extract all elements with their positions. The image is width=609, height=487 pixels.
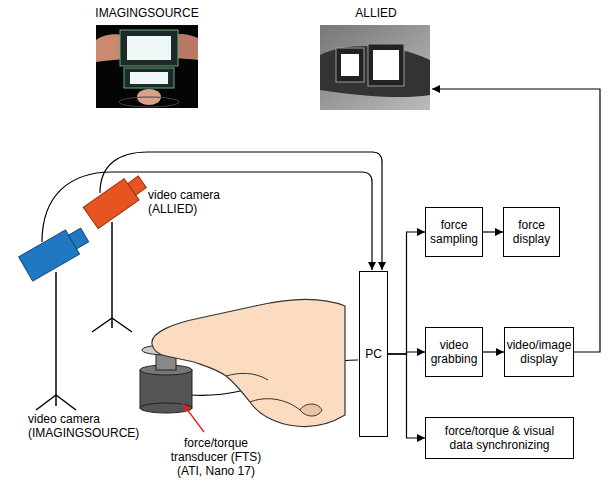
box-label: video grabbing — [429, 338, 479, 366]
photo-panel: IMAGINGSOURCE — [92, 6, 202, 110]
flow-arrow — [388, 232, 425, 354]
camera-photo — [96, 25, 198, 108]
device-label: video camera (IMAGINGSOURCE) — [28, 412, 153, 440]
camera-cable — [100, 152, 382, 270]
thumb-line — [250, 399, 300, 410]
process-box: force display — [503, 207, 560, 257]
flow-arrow — [388, 354, 425, 438]
box-label: force display — [507, 218, 556, 246]
hand — [152, 300, 345, 427]
glass-plate — [341, 54, 359, 76]
photo-heading: ALLIED — [320, 6, 432, 20]
device-label: force/torque transducer (FTS) (ATI, Nano… — [160, 436, 272, 478]
thumb-nail — [300, 404, 322, 416]
process-box: video grabbing — [425, 327, 483, 377]
sensor-plate — [119, 97, 179, 107]
photo-panel: ALLIED — [320, 6, 432, 110]
video-camera — [83, 171, 150, 228]
glass-plate — [368, 44, 404, 86]
finger-line — [226, 373, 268, 380]
glass-plate — [373, 50, 399, 80]
box-label: video/image display — [507, 338, 572, 366]
hand — [320, 46, 430, 97]
box-label: force sampling — [429, 218, 479, 246]
glass-plate — [130, 72, 168, 84]
camera-cable — [42, 172, 372, 270]
computer-box: PC — [359, 271, 388, 437]
camera-photo — [320, 25, 430, 110]
process-box: video/image display — [504, 327, 574, 377]
process-box: force/torque & visual data synchronizing — [425, 417, 574, 459]
photo-heading: IMAGINGSOURCE — [92, 6, 202, 20]
video-camera — [19, 223, 92, 281]
box-label: force/torque & visual data synchronizing — [434, 424, 565, 452]
glass-plate — [127, 36, 171, 60]
glass-plate — [336, 48, 364, 82]
leader-arrow — [183, 404, 204, 432]
flow-arrow — [483, 351, 504, 352]
process-box: force sampling — [425, 207, 483, 257]
device-label: video camera (ALLIED) — [148, 188, 240, 216]
glass-plate — [120, 30, 178, 66]
tripod — [36, 272, 76, 410]
box-label: PC — [365, 347, 382, 361]
flow-arrow — [483, 231, 503, 232]
tripod — [92, 222, 132, 332]
glass-plate — [124, 68, 174, 88]
